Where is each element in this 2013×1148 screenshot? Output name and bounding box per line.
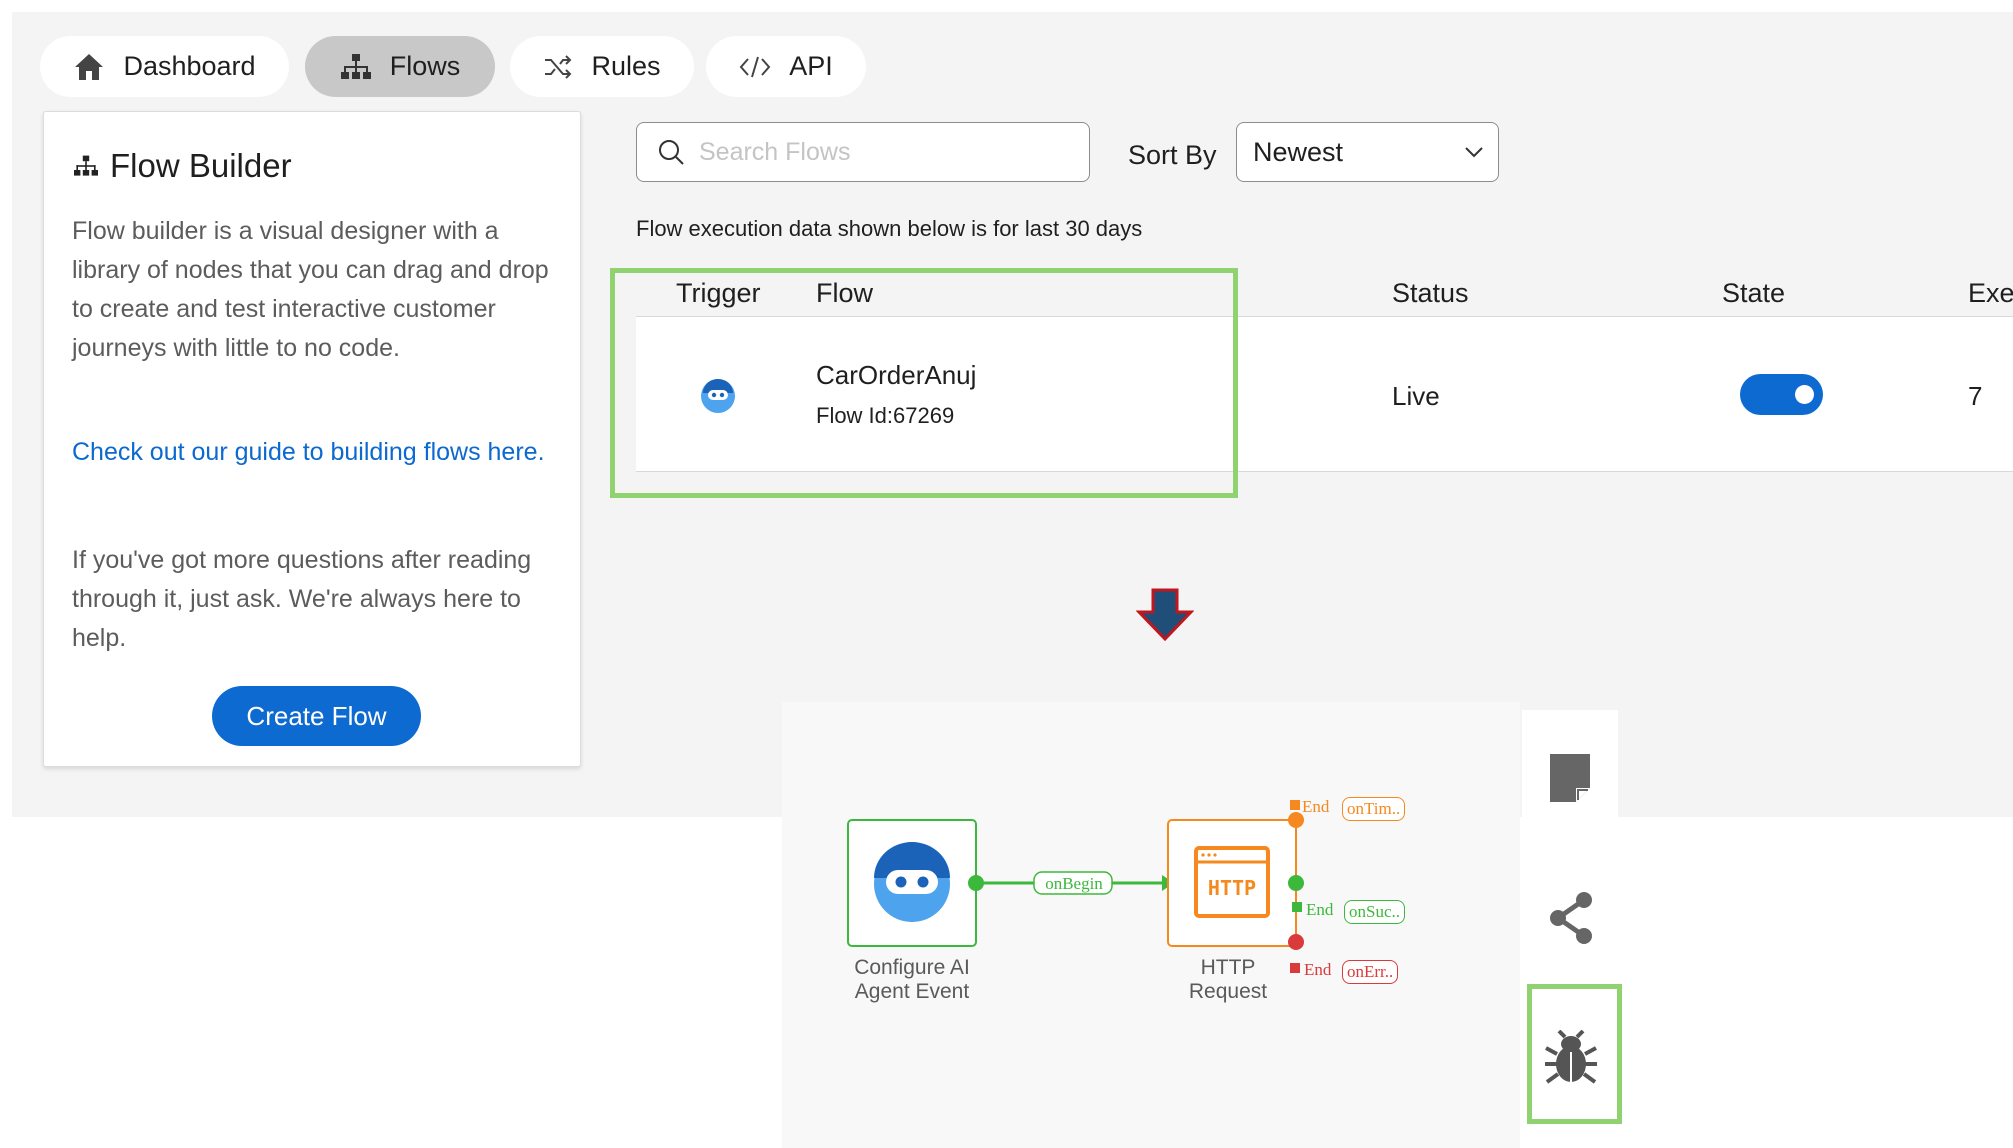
- highlight-box: [610, 268, 1238, 498]
- card-title-text: Flow Builder: [110, 147, 292, 184]
- tab-label: API: [789, 51, 833, 81]
- chevron-down-icon: [1465, 147, 1483, 158]
- header-divider: [636, 316, 2013, 317]
- edge-label: onBegin: [1045, 874, 1103, 893]
- toggle-knob: [1795, 385, 1814, 404]
- sticky-note-icon[interactable]: [1548, 752, 1592, 804]
- ai-agent-icon: [701, 379, 735, 413]
- search-icon: [659, 140, 684, 165]
- column-header-executions: Exe: [1968, 278, 2013, 308]
- flow-id: Flow Id:67269: [816, 403, 955, 428]
- end-label: End: [1302, 797, 1330, 816]
- column-header-trigger: Trigger: [676, 278, 761, 308]
- highlight-box: [1527, 984, 1622, 1124]
- shuffle-icon: [545, 54, 572, 79]
- arrow-down-icon: [1136, 588, 1194, 642]
- tab-api[interactable]: API: [706, 36, 866, 97]
- code-icon: [739, 56, 771, 77]
- bug-icon[interactable]: [1543, 1030, 1599, 1086]
- error-event-label: onErr..: [1342, 960, 1399, 984]
- state-toggle[interactable]: [1740, 374, 1823, 415]
- execution-note: Flow execution data shown below is for l…: [636, 216, 1143, 241]
- card-title: Flow Builder: [72, 147, 292, 185]
- search-box[interactable]: [636, 122, 1090, 182]
- flow-diagram: [847, 812, 1304, 950]
- tab-dashboard[interactable]: Dashboard: [40, 36, 289, 97]
- tab-label: Flows: [389, 51, 461, 81]
- end-label: End: [1304, 960, 1332, 979]
- column-header-status: Status: [1392, 278, 1469, 308]
- search-input[interactable]: [699, 137, 1059, 167]
- help-text: If you've got more questions after readi…: [72, 546, 532, 652]
- share-icon[interactable]: [1546, 890, 1596, 946]
- flow-builder-card: Flow Builder Flow builder is a visual de…: [43, 111, 581, 767]
- sitemap-icon: [74, 155, 98, 176]
- column-header-flow: Flow: [816, 278, 874, 308]
- output-port[interactable]: [968, 875, 984, 891]
- end-label: End: [1306, 900, 1334, 919]
- http-icon: [1194, 846, 1270, 918]
- sort-select[interactable]: Newest: [1236, 122, 1499, 182]
- success-port[interactable]: [1288, 875, 1304, 891]
- timeout-event-label: onTim..: [1342, 797, 1406, 821]
- card-description: Flow builder is a visual designer with a…: [72, 217, 549, 362]
- home-icon: [75, 53, 104, 80]
- sort-selected-value: Newest: [1253, 136, 1344, 167]
- edge-label-pill: [1033, 871, 1113, 895]
- success-event-label: onSuc..: [1344, 900, 1405, 924]
- tab-flows[interactable]: Flows: [305, 36, 495, 97]
- guide-link[interactable]: Check out our guide to building flows he…: [72, 438, 545, 466]
- http-badge: HTTP: [1207, 876, 1257, 900]
- end-marker: [1290, 963, 1300, 973]
- tab-label: Dashboard: [123, 51, 256, 81]
- flow-name[interactable]: CarOrderAnuj: [816, 360, 977, 390]
- create-flow-button[interactable]: Create Flow: [212, 686, 421, 746]
- ai-agent-icon: [874, 842, 950, 922]
- column-header-state: State: [1722, 278, 1786, 308]
- sitemap-icon: [340, 53, 371, 79]
- timeout-port[interactable]: [1288, 812, 1304, 828]
- tab-label: Rules: [591, 51, 661, 81]
- tab-rules[interactable]: Rules: [510, 36, 694, 97]
- error-port[interactable]: [1288, 934, 1304, 950]
- execution-count: 7: [1968, 381, 1983, 411]
- sort-label: Sort By: [1128, 140, 1217, 170]
- end-marker: [1292, 902, 1302, 912]
- end-marker: [1290, 800, 1300, 810]
- status-text: Live: [1392, 381, 1440, 411]
